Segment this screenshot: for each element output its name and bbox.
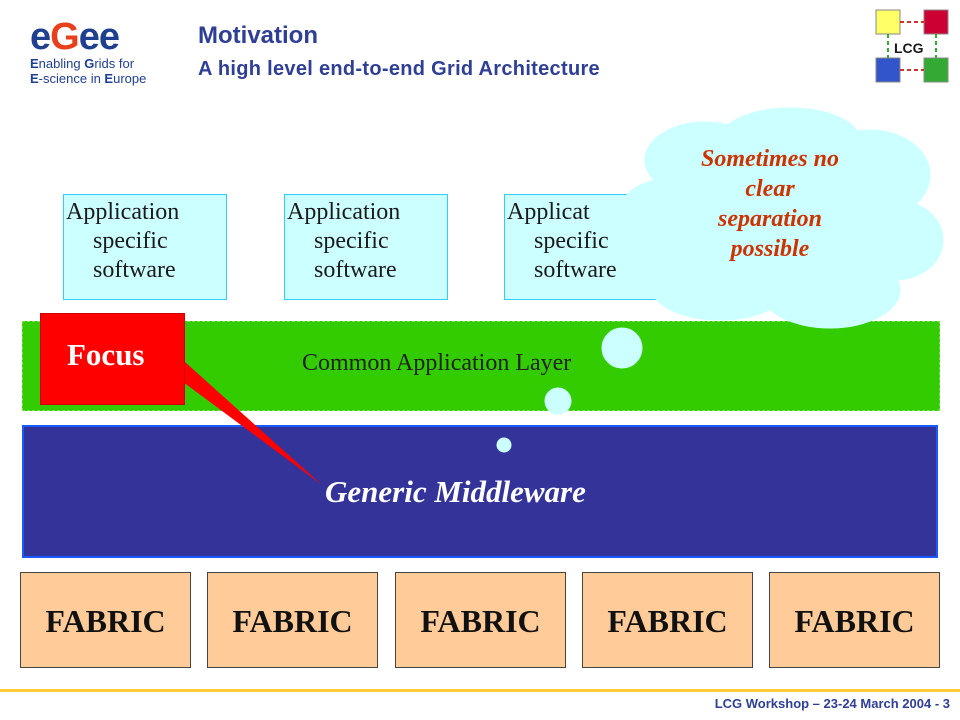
focus-callout-label: Focus	[67, 337, 145, 372]
footer-text: LCG Workshop – 23-24 March 2004 - 3	[714, 696, 950, 711]
thought-cloud-text: Sometimes no clear separation possible	[660, 144, 880, 264]
fabric-box-1: FABRIC	[20, 572, 191, 668]
fabric-box-2: FABRIC	[207, 572, 378, 668]
generic-middleware-layer	[22, 425, 938, 558]
generic-middleware-label: Generic Middleware	[325, 474, 586, 509]
thought-cloud-line-4: possible	[730, 236, 810, 262]
egee-logo: eGee Enabling Grids for E-science in Eur…	[30, 18, 160, 98]
app-box-1-line3: software	[93, 257, 176, 283]
app-box-1: Application specific software	[63, 194, 227, 300]
app-box-3-line2: specific	[534, 228, 609, 254]
common-application-layer-label: Common Application Layer	[302, 350, 572, 376]
focus-callout-box	[40, 313, 185, 405]
fabric-box-4: FABRIC	[582, 572, 753, 668]
egee-logo-wordmark: eGee	[30, 16, 120, 58]
lcg-logo	[875, 9, 949, 83]
app-box-3-line3: software	[534, 257, 617, 283]
app-box-2-line1: Application	[287, 199, 401, 225]
lcg-logo-text: LCG	[894, 40, 924, 56]
egee-logo-tagline-2: E-science in Europe	[30, 71, 147, 86]
app-box-2-line3: software	[314, 257, 397, 283]
app-box-3-line1: Applicat	[507, 199, 590, 225]
thought-cloud-line-2: clear	[745, 176, 795, 202]
footer-divider	[0, 689, 960, 692]
thought-cloud-line-3: separation	[717, 206, 822, 232]
slide-subtitle: A high level end-to-end Grid Architectur…	[198, 58, 600, 80]
slide-title: Motivation	[198, 22, 318, 49]
app-box-1-line1: Application	[66, 199, 180, 225]
app-box-2: Application specific software	[284, 194, 448, 300]
thought-cloud-line-1: Sometimes no	[700, 146, 839, 172]
egee-logo-tagline-1: Enabling Grids for	[30, 56, 135, 71]
app-box-1-line2: specific	[93, 228, 168, 254]
fabric-box-5: FABRIC	[769, 572, 940, 668]
app-box-2-line2: specific	[314, 228, 389, 254]
fabric-box-3: FABRIC	[395, 572, 566, 668]
